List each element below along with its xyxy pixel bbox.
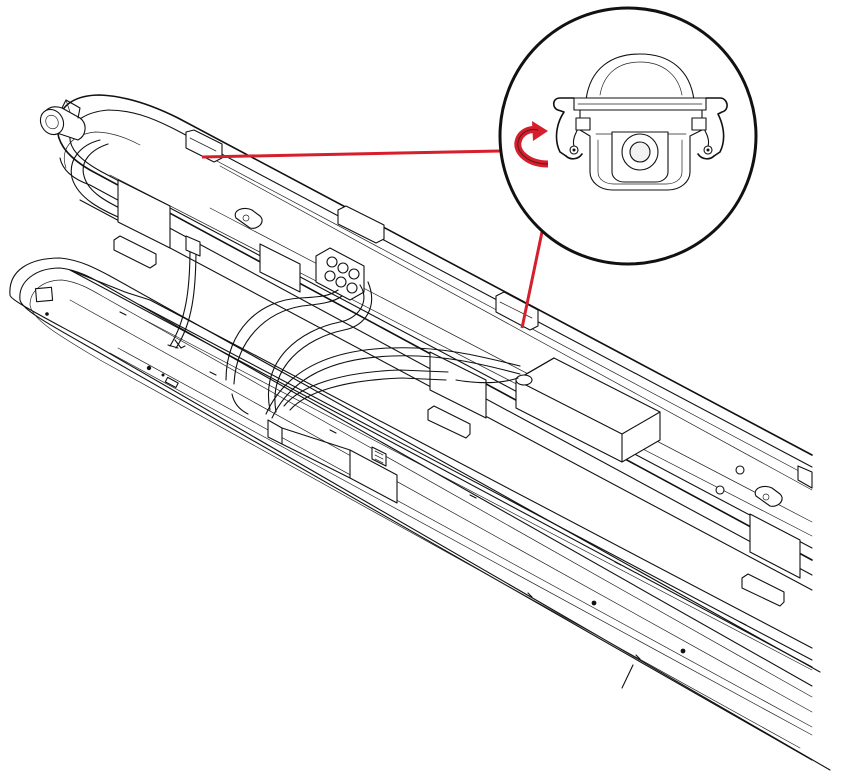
callout-line-upper [201, 149, 501, 159]
detail-magnifier [498, 6, 758, 266]
callout-lines [201, 149, 544, 329]
led-driver-box [515, 357, 661, 463]
rotate-arrow-icon [514, 121, 549, 168]
inner-bracket [117, 179, 171, 249]
upper-housing [39, 94, 813, 607]
housing-clip [741, 573, 785, 607]
screw-hole [735, 465, 745, 475]
housing-clip [337, 205, 385, 244]
terminal-block [315, 247, 365, 301]
ballast-mount [349, 449, 398, 504]
tray-hole [591, 600, 597, 606]
gear-tray [69, 269, 813, 671]
profile-cross-section [552, 53, 728, 191]
housing-clip [427, 405, 471, 439]
inner-bracket [429, 351, 487, 419]
internal-wiring [169, 235, 521, 419]
screw-hole [715, 485, 725, 495]
housing-clip [797, 465, 813, 489]
mounting-lug [754, 485, 783, 507]
inner-bracket [259, 243, 301, 293]
left-spring-clip [552, 97, 591, 160]
housing-clip [113, 235, 157, 269]
right-spring-clip [691, 97, 728, 160]
inner-bracket [749, 513, 801, 579]
callout-line-lower [520, 231, 544, 329]
tray-hole [680, 648, 686, 654]
terminal-connector [371, 446, 387, 467]
cable-clip [174, 339, 186, 349]
leader-line [621, 664, 634, 689]
tray-end-square [34, 286, 54, 303]
housing-clip [495, 291, 539, 331]
cable-gland [39, 99, 86, 141]
mounting-lug [234, 207, 263, 229]
lower-diffuser-tray [9, 257, 831, 771]
